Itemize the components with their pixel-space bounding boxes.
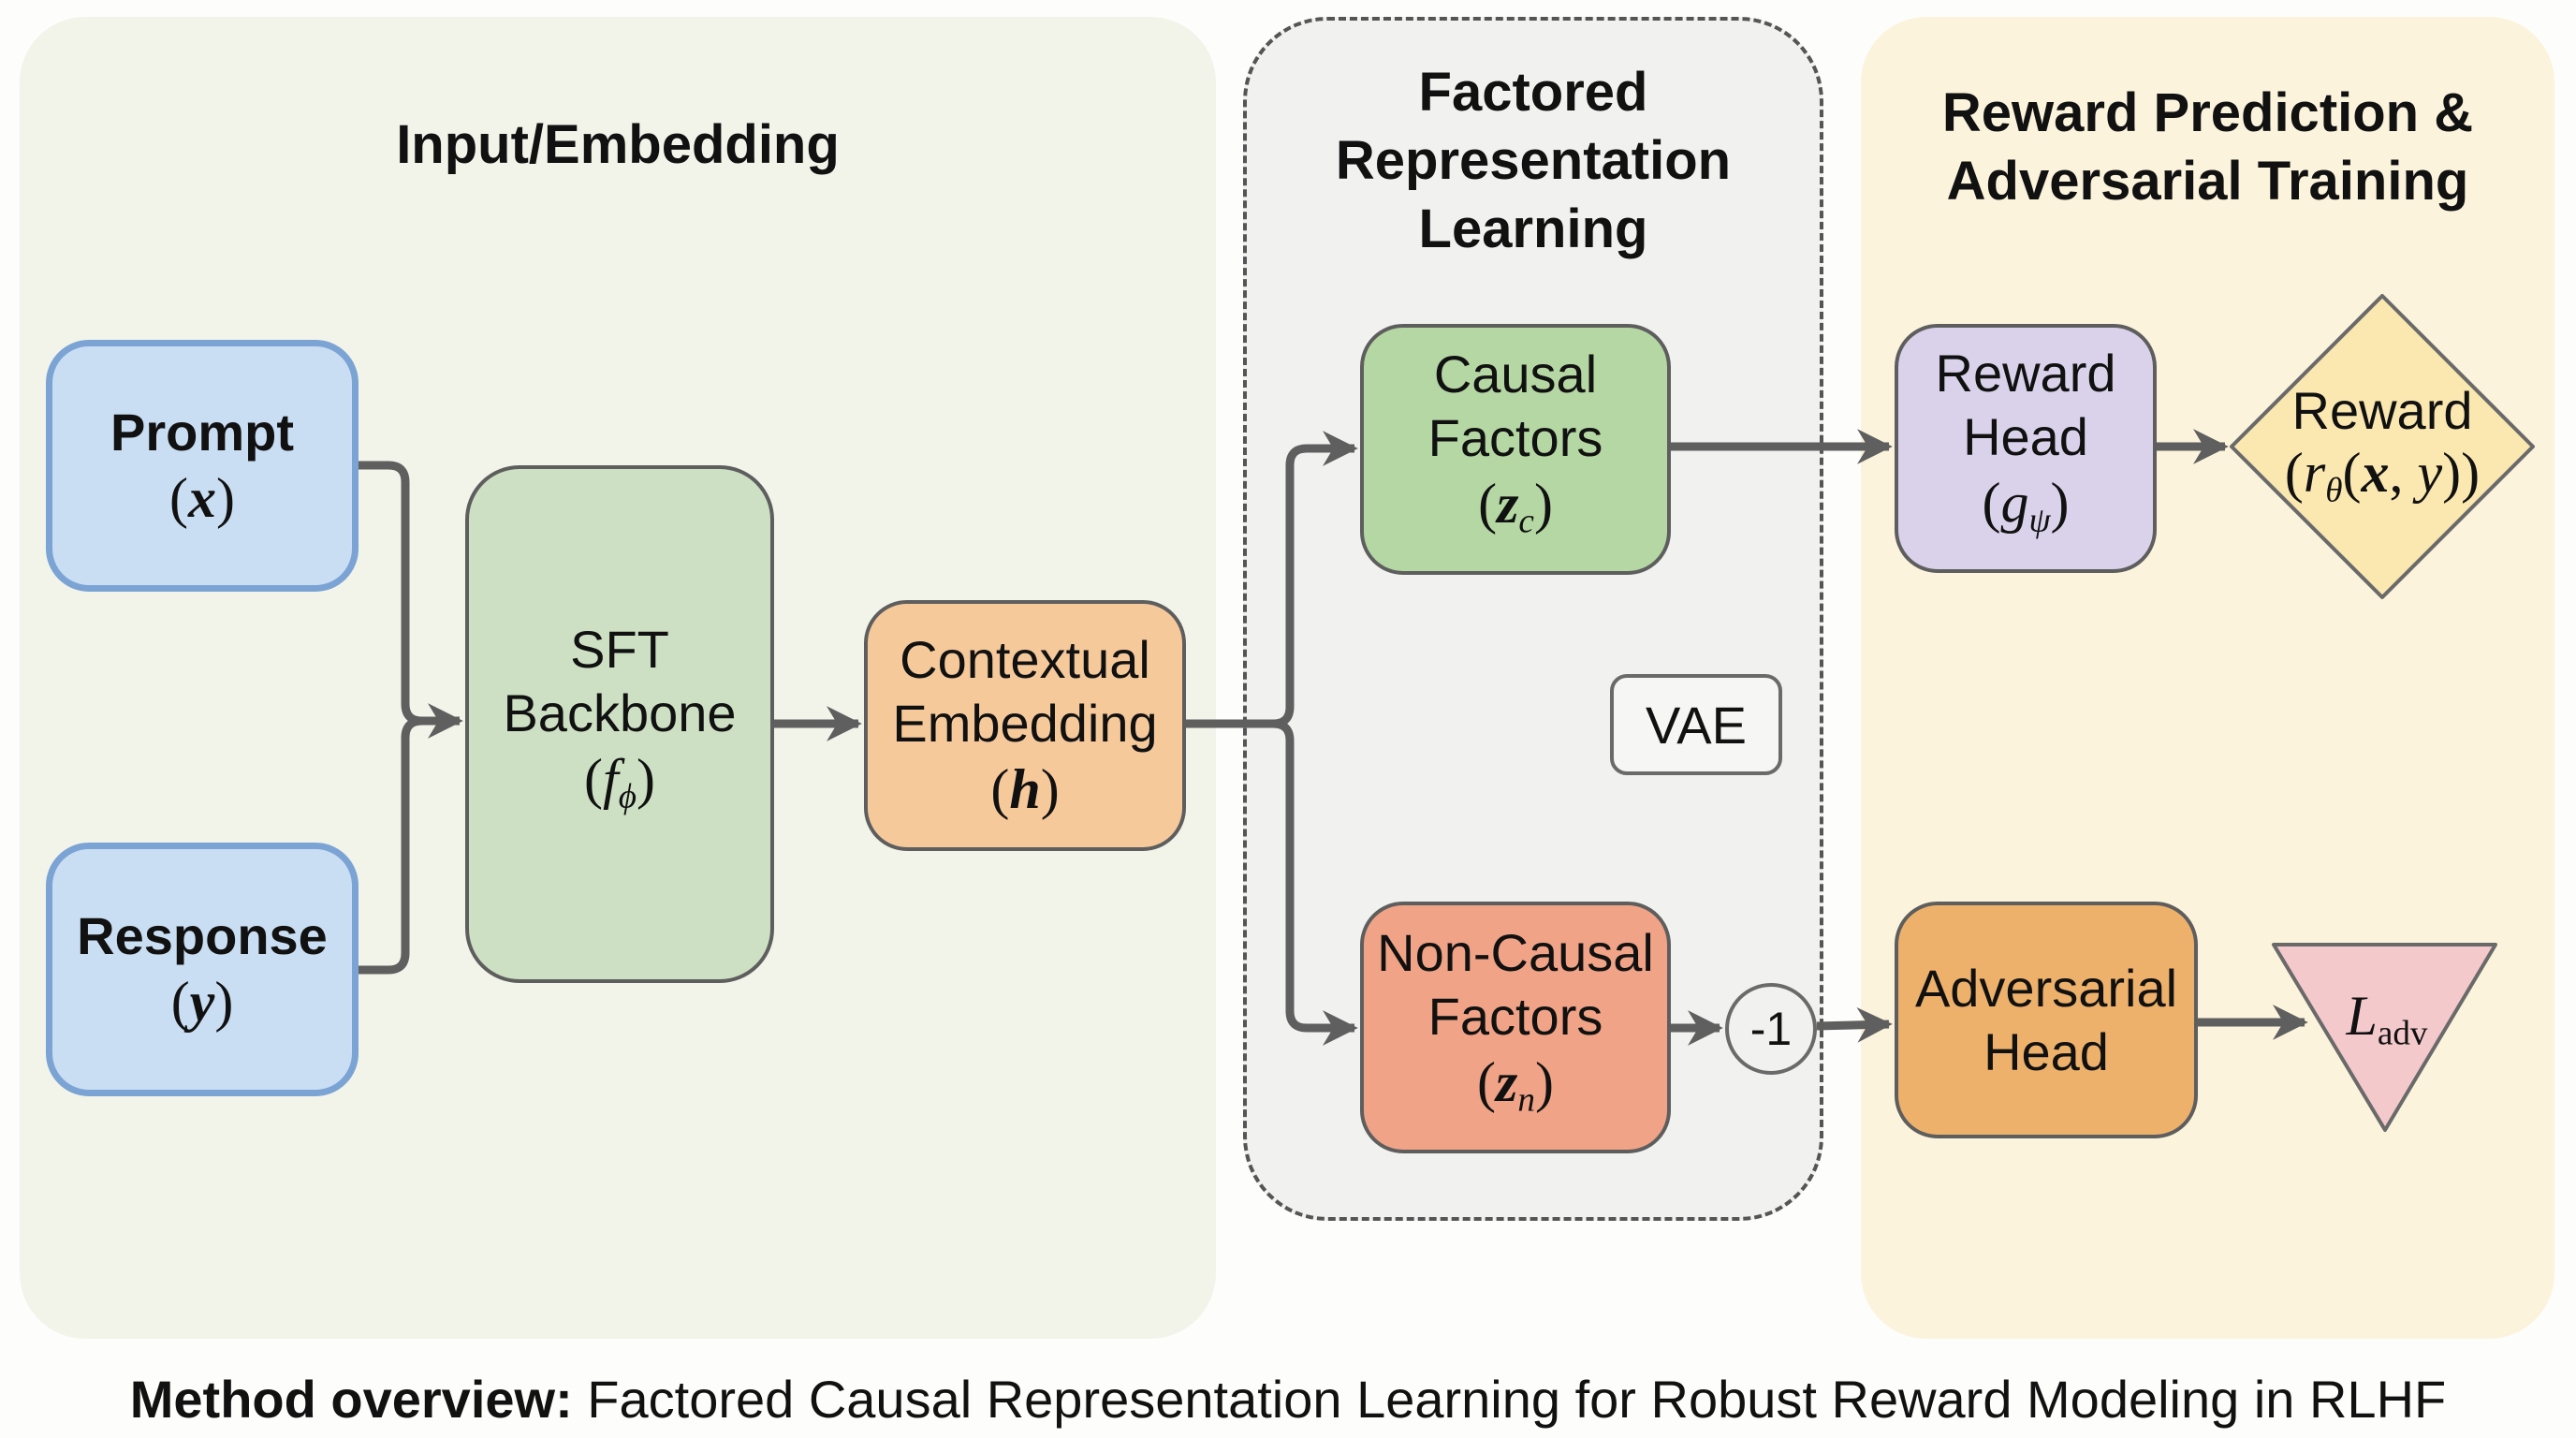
vae-label-box[interactable]: VAE [1610, 674, 1782, 775]
symbol-z: z [1497, 473, 1519, 536]
node-label-line: Embedding [892, 694, 1158, 753]
panel-title-input: Input/Embedding [396, 114, 840, 175]
node-label-line: Head [1983, 1021, 2109, 1081]
edge-contextual-to-causal [1186, 431, 1358, 728]
title-line: Representation [1335, 130, 1732, 191]
subscript-adv: adv [2377, 1014, 2428, 1053]
symbol-y: y [189, 970, 215, 1033]
node-label-line: Backbone [503, 682, 737, 742]
node-contextual-embedding[interactable]: Contextual Embedding (h) [864, 600, 1186, 851]
edge-contextual-to-noncausal [1272, 719, 1358, 1046]
title-line: Learning [1418, 198, 1648, 259]
title-line: Adversarial Training [1946, 151, 2469, 212]
symbol-L: L [2346, 985, 2378, 1047]
symbol-f: f [603, 747, 619, 810]
node-label: Response [77, 905, 328, 965]
loss-expression: Ladv [2346, 985, 2427, 1052]
reward-output-label: Reward (rθ(x, y)) [2251, 380, 2513, 521]
reward-output-diamond [2230, 294, 2535, 599]
subscript-theta: θ [2325, 471, 2343, 510]
node-response[interactable]: Response (y) [46, 843, 359, 1096]
symbol-y: y [2417, 442, 2443, 504]
node-noncausal-factors[interactable]: Non-Causal Factors (zn) [1360, 902, 1671, 1153]
node-label-line: Reward [1935, 344, 2116, 404]
subscript-psi: ψ [2028, 501, 2051, 540]
node-label-line: Non-Causal [1377, 922, 1654, 982]
figure-caption: Method overview: Factored Causal Represe… [0, 1369, 2576, 1430]
title-line: Factored [1418, 62, 1648, 123]
panel-title-reward: Reward Prediction & Adversarial Training [1861, 79, 2554, 215]
node-label: Prompt [110, 402, 294, 462]
node-label-line: Factors [1427, 986, 1603, 1046]
node-label-line: Adversarial [1914, 958, 2178, 1018]
reward-output-expression: (rθ(x, y)) [2284, 442, 2481, 510]
edge-prompt-to-sft [359, 461, 463, 739]
edge-negate-to-adversarial-head [1816, 1006, 1893, 1043]
node-adversarial-head[interactable]: Adversarial Head [1895, 902, 2198, 1138]
node-symbol: (x) [169, 466, 235, 529]
gradient-reversal-node[interactable]: -1 [1725, 983, 1817, 1075]
node-causal-factors[interactable]: Causal Factors (zc) [1360, 324, 1671, 575]
symbol-g: g [2000, 472, 2029, 535]
caption-text: Factored Causal Representation Learning … [572, 1370, 2447, 1429]
subscript-phi: ϕ [618, 777, 637, 816]
caption-lead: Method overview: [129, 1370, 573, 1429]
node-label-line: Head [1963, 407, 2088, 467]
node-symbol: (h) [990, 758, 1060, 820]
subscript-n: n [1517, 1080, 1535, 1120]
symbol-x: x [188, 466, 216, 529]
node-symbol: (y) [170, 970, 234, 1033]
node-symbol: (gψ) [1982, 472, 2070, 540]
symbol-r: r [2303, 442, 2326, 504]
node-prompt[interactable]: Prompt (x) [46, 340, 359, 592]
symbol-h: h [1009, 758, 1041, 820]
panel-title-factored: Factored Representation Learning [1247, 58, 1820, 263]
node-label-line: Causal [1433, 345, 1598, 404]
reward-output-title: Reward [2291, 381, 2473, 440]
node-sft-backbone[interactable]: SFT Backbone (fϕ) [465, 465, 774, 983]
node-label-line: Contextual [900, 630, 1150, 689]
title-line: Reward Prediction & [1941, 82, 2474, 143]
symbol-z: z [1496, 1050, 1518, 1113]
node-symbol: (zc) [1478, 473, 1553, 541]
edge-response-to-sft [359, 716, 423, 975]
node-reward-head[interactable]: Reward Head (gψ) [1895, 324, 2157, 573]
node-symbol: (fϕ) [584, 747, 655, 816]
adversarial-loss-label: Ladv [2284, 985, 2490, 1064]
adversarial-loss-triangle [2272, 943, 2497, 1132]
symbol-x: x [2361, 442, 2390, 504]
node-label-line: SFT [570, 619, 669, 679]
node-label-line: Factors [1427, 408, 1603, 468]
node-symbol: (zn) [1477, 1050, 1554, 1120]
subscript-c: c [1518, 502, 1534, 541]
